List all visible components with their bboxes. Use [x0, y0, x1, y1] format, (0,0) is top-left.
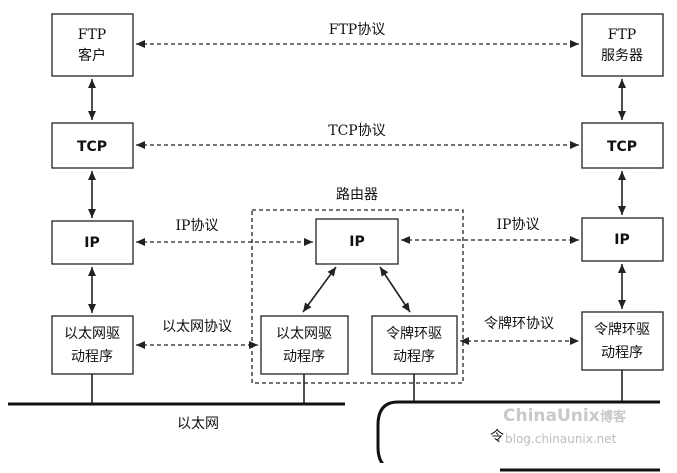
tokenring-driver-right-box: [581, 311, 664, 371]
ftp-client-line1: FTP: [78, 27, 106, 43]
tcp-right-box: [581, 122, 664, 169]
token-ring-partial-label: 令: [490, 429, 504, 445]
ftp-client-box: [51, 13, 134, 77]
eth-driver-left-line1: 以太网驱: [64, 326, 120, 342]
ethernet-protocol-label: 以太网协议: [162, 319, 232, 335]
ip-protocol-left-label: IP协议: [176, 218, 219, 234]
ip-right-label: IP: [614, 232, 629, 248]
ip-right-box: [581, 217, 664, 262]
eth-driver-router-line1: 以太网驱: [276, 326, 332, 342]
tokenring-driver-right-line2: 动程序: [601, 345, 643, 361]
ip-left-label: IP: [84, 235, 99, 251]
ip-router-label: IP: [349, 234, 364, 250]
watermark-url: blog.chinaunix.net: [505, 432, 617, 446]
tokenring-driver-router-box: [371, 315, 458, 375]
router-label: 路由器: [336, 187, 378, 203]
tcp-protocol-label: TCP协议: [328, 123, 385, 139]
ftp-server-box: [581, 13, 664, 77]
ftp-server-line1: FTP: [608, 27, 636, 43]
ethernet-label: 以太网: [177, 416, 219, 432]
watermark-brand: ChinaUnix: [503, 406, 600, 426]
ip-protocol-right-label: IP协议: [497, 217, 540, 233]
tcp-left-box: [51, 122, 134, 169]
watermark-suffix: 博客: [600, 409, 627, 425]
tokenring-driver-router-line1: 令牌环驱: [386, 325, 442, 342]
ip-left-box: [51, 220, 134, 265]
tcp-left-label: TCP: [77, 139, 107, 155]
eth-driver-left-line2: 动程序: [71, 349, 113, 365]
router-enclosure: [251, 209, 464, 384]
watermark: ChinaUnix 博客 blog.chinaunix.net: [503, 406, 627, 446]
ftp-server-line2: 服务器: [601, 48, 643, 64]
tokenring-driver-right-line1: 令牌环驱: [594, 321, 650, 338]
eth-driver-left-box: [51, 315, 134, 375]
tcp-right-label: TCP: [607, 139, 637, 155]
eth-driver-router-box: [260, 315, 349, 375]
bottom-crop: [0, 463, 500, 473]
router-ip-eth-arrow: [302, 266, 337, 313]
tokenring-protocol-label: 令牌环协议: [484, 315, 554, 332]
ip-router-box: [315, 218, 399, 265]
ftp-protocol-label: FTP协议: [329, 22, 385, 38]
eth-driver-router-line2: 动程序: [283, 349, 325, 365]
router-ip-tokenring-arrow: [379, 266, 411, 313]
tokenring-driver-router-line2: 动程序: [393, 349, 435, 365]
ftp-client-line2: 客户: [78, 47, 106, 64]
